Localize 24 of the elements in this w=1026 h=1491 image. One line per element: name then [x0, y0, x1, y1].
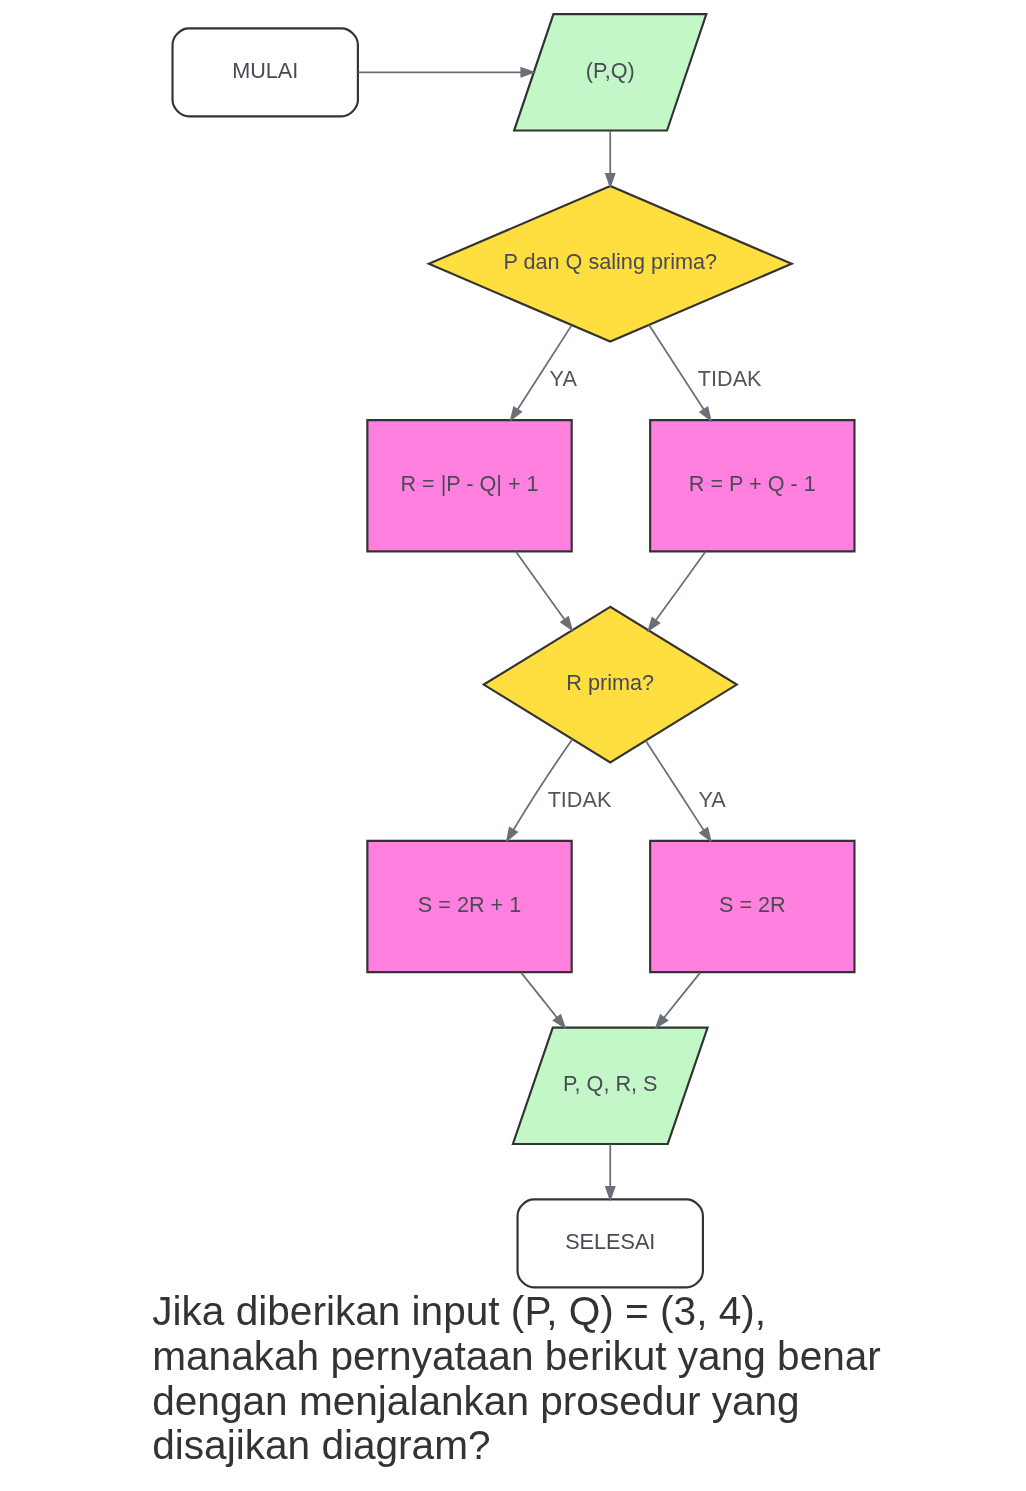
- node-box: S = 2R + 1: [365, 839, 573, 974]
- node-diamond: R prima?: [481, 605, 739, 764]
- edge-label: YA: [697, 786, 724, 812]
- arrow: [646, 550, 706, 633]
- edge-label: YA: [549, 366, 576, 391]
- arrow: [514, 550, 573, 632]
- node-box: SELESAI: [515, 1198, 704, 1289]
- arrow: [647, 324, 712, 423]
- arrow: [519, 971, 566, 1030]
- arrow: [505, 738, 573, 843]
- node-box: R = P + Q - 1: [648, 419, 856, 553]
- arrow: [654, 971, 701, 1030]
- arrow: [644, 739, 712, 843]
- node-diamond: P dan Q saling prima?: [425, 184, 794, 343]
- arrow: [604, 1143, 616, 1202]
- node-box: MULAI: [170, 27, 359, 118]
- caption: Jika diberikan input (P, Q) = (3, 4), manakah pernyataan berikut yang benar dengan menjalankan prosedur yang disajikan diagram?: [151, 1288, 881, 1469]
- arrow: [604, 129, 616, 189]
- node-box: R = |P - Q| + 1: [365, 419, 573, 553]
- arrow: [356, 66, 536, 78]
- edge-label: TIDAK: [697, 366, 762, 391]
- node-box: S = 2R: [648, 839, 856, 974]
- arrow: [509, 324, 572, 423]
- edge-label: TIDAK: [547, 786, 611, 812]
